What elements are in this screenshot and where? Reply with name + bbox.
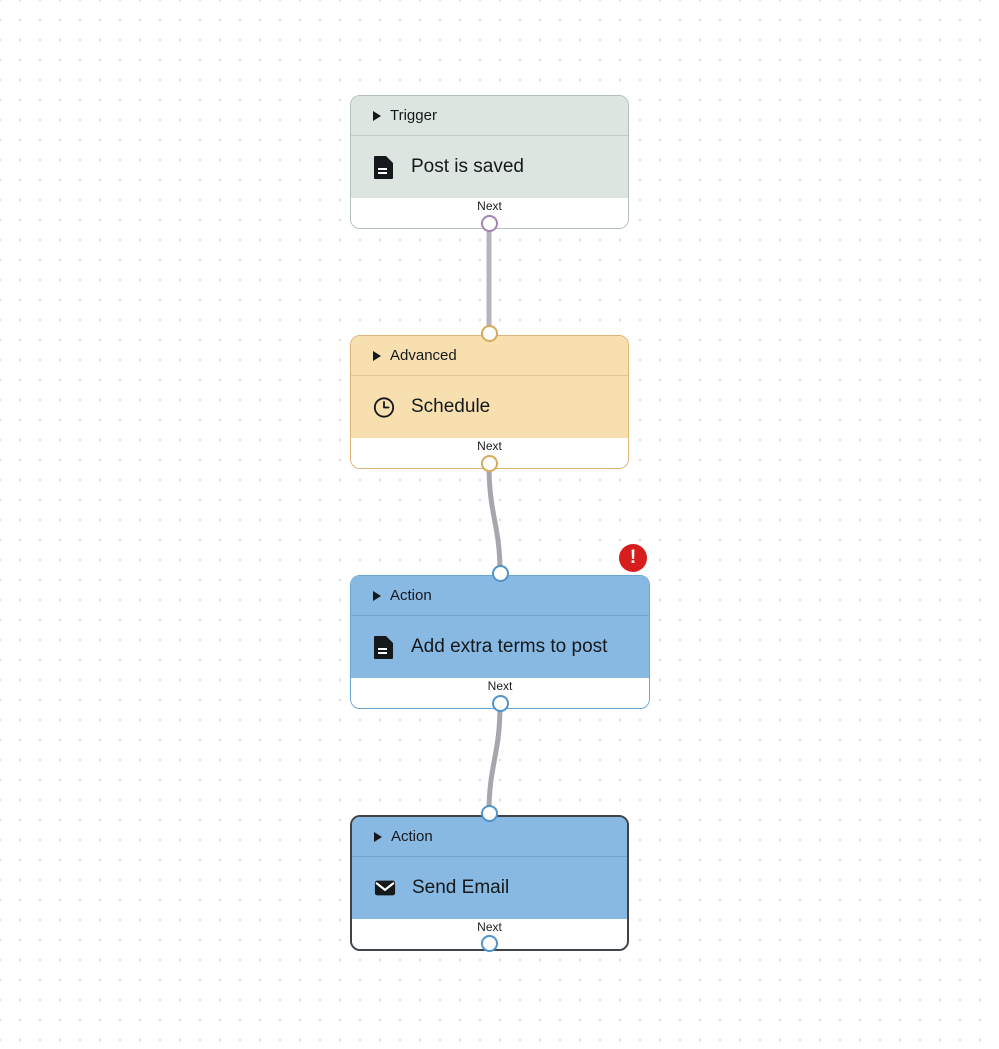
disclosure-triangle-icon[interactable] xyxy=(373,590,381,601)
workflow-node-action-add-extra-terms[interactable]: Action Add extra terms to post Next xyxy=(350,575,650,709)
port-action-send-email-input[interactable] xyxy=(481,805,498,822)
document-icon xyxy=(373,155,395,179)
node-title: Add extra terms to post xyxy=(411,636,608,657)
port-action-send-email-output[interactable] xyxy=(481,935,498,952)
node-title: Schedule xyxy=(411,396,491,417)
disclosure-triangle-icon[interactable] xyxy=(373,110,381,121)
node-header-action[interactable]: Action xyxy=(351,576,649,616)
node-header-trigger[interactable]: Trigger xyxy=(351,96,628,136)
workflow-node-advanced[interactable]: Advanced Schedule Next xyxy=(350,335,629,469)
node-category-label: Action xyxy=(391,828,433,845)
workflow-node-action-send-email[interactable]: Action Send Email Next xyxy=(350,815,629,951)
document-icon xyxy=(373,635,395,659)
node-header-advanced[interactable]: Advanced xyxy=(351,336,628,376)
node-title: Post is saved xyxy=(411,156,524,177)
port-advanced-input[interactable] xyxy=(481,325,498,342)
node-body-action[interactable]: Send Email xyxy=(352,857,627,919)
port-trigger-output[interactable] xyxy=(481,215,498,232)
node-category-label: Action xyxy=(390,587,432,604)
edge-action1-to-action2 xyxy=(486,702,503,815)
port-advanced-output[interactable] xyxy=(481,455,498,472)
node-body-trigger[interactable]: Post is saved xyxy=(351,136,628,198)
disclosure-triangle-icon[interactable] xyxy=(374,831,382,842)
port-action-add-extra-terms-output[interactable] xyxy=(492,695,509,712)
envelope-icon xyxy=(374,876,396,900)
edge-advanced-to-action1 xyxy=(486,462,503,575)
exclamation-mark: ! xyxy=(629,546,637,568)
port-action-add-extra-terms-input[interactable] xyxy=(492,565,509,582)
disclosure-triangle-icon[interactable] xyxy=(373,350,381,361)
node-title: Send Email xyxy=(412,877,510,898)
error-badge-icon[interactable]: ! xyxy=(619,544,647,572)
node-body-advanced[interactable]: Schedule xyxy=(351,376,628,438)
node-category-label: Advanced xyxy=(390,347,457,364)
node-category-label: Trigger xyxy=(390,107,437,124)
workflow-node-trigger[interactable]: Trigger Post is saved Next xyxy=(350,95,629,229)
node-body-action[interactable]: Add extra terms to post xyxy=(351,616,649,678)
node-header-action[interactable]: Action xyxy=(352,817,627,857)
clock-icon xyxy=(373,395,395,419)
